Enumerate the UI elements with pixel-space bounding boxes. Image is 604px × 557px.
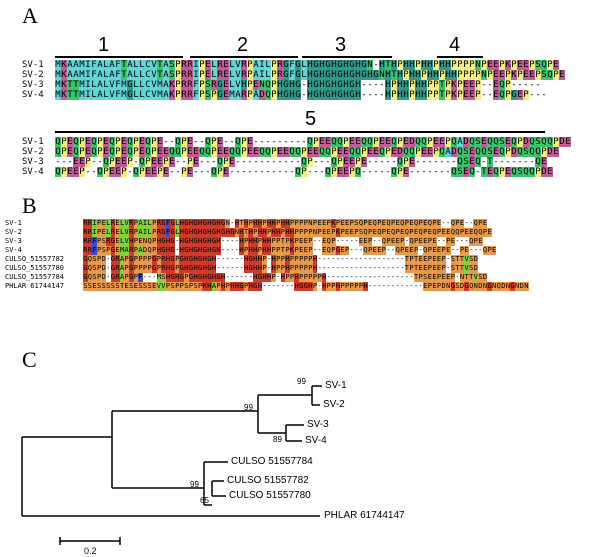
sequence-name: SV-1 bbox=[22, 60, 44, 70]
sequence-name: SV-1 bbox=[5, 219, 22, 227]
sequence-row: SV-4 MKTTMILALVFMGLLCVMAKPRRFPSPGEMARPADQ… bbox=[22, 90, 547, 100]
sequence-name: CULSO_51557784 bbox=[5, 273, 65, 281]
sequence-name: SV-4 bbox=[22, 167, 44, 177]
bootstrap-value: 99 bbox=[244, 403, 253, 412]
sequence-residues: GQSPD-GRAPGPPPPGPRHGPGHGHGHGH------HGHHP… bbox=[83, 264, 479, 273]
sequence-row: SV-3 RRFPSRGELVHPENQPHGHG-HGHGHGHGH----HP… bbox=[5, 237, 483, 246]
sequence-row: CULSO_51557780 GQSPD-GRAPGPPPPGPRHGPGHGHG… bbox=[5, 264, 479, 273]
sequence-residues: MKTTMILALVFMGLLCVMAKPRRFPSPGEMARPADQPHGH… bbox=[55, 90, 547, 100]
domain-label-4: 4 bbox=[449, 34, 461, 56]
sequence-row: SV-2 RRIPELRELVRPAILPRGFGLHGHGHGHGHGHGNHT… bbox=[5, 228, 492, 237]
leaf-label: SV-1 bbox=[325, 380, 347, 391]
sequence-name: SV-3 bbox=[22, 80, 44, 90]
sequence-row: PHLAR 61744147 SSESSSSSTESESSSEVVPSPPSPSP… bbox=[5, 282, 529, 291]
sequence-row: SV-1 RRIPELRELVRPAILPRGFGLHGHGHGHGHGN-HTH… bbox=[5, 219, 488, 228]
sequence-residues: MKAAMIFALAFTALLCVTASPRRIPELRELVRPAILPRGF… bbox=[55, 60, 559, 70]
leaf-label: CULSO 51557784 bbox=[231, 456, 313, 467]
sequence-name: SV-4 bbox=[22, 90, 44, 100]
panel-label-a: A bbox=[22, 3, 38, 28]
sequence-row: CULSO_51557784 GQSPD-GRAPGPF---MSHGHGPGHG… bbox=[5, 273, 488, 282]
bootstrap-value: 99 bbox=[297, 377, 306, 386]
sequence-name: SV-4 bbox=[5, 246, 22, 254]
domain-line-2 bbox=[190, 56, 298, 58]
leaf-label: SV-4 bbox=[305, 435, 327, 446]
sequence-residues: RRFPSPGEMARPADQPHGHG-HGHGHGHGH----HPHHPH… bbox=[83, 246, 497, 255]
domain-line-5 bbox=[55, 131, 545, 133]
sequence-residues: RRIPELRELVRPAILPRGFGLHGHGHGHGHGN-HTHPHHP… bbox=[83, 219, 488, 228]
leaf-label: CULSO 51557782 bbox=[227, 475, 309, 486]
sequence-name: CULSO_51557780 bbox=[5, 264, 65, 272]
bootstrap-value: 65 bbox=[200, 496, 209, 505]
domain-label-1: 1 bbox=[98, 34, 110, 56]
leaf-label: SV-3 bbox=[307, 419, 329, 430]
sequence-residues: ---EEP--QPEEP-QPEEPE--PE---QPE----------… bbox=[55, 157, 547, 167]
leaf-label: SV-2 bbox=[323, 399, 345, 410]
domain-label-2: 2 bbox=[237, 34, 249, 56]
domain-label-5: 5 bbox=[305, 108, 317, 130]
sequence-row: SV-2 QPEQPEQPEQPEQPEQPEEQQPEEQQPEEQQPEEQQ… bbox=[22, 147, 559, 157]
domain-line-4 bbox=[437, 56, 483, 58]
sequence-row: SV-1 MKAAMIFALAFTALLCVTASPRRIPELRELVRPAIL… bbox=[22, 60, 559, 70]
bootstrap-value: 89 bbox=[273, 435, 282, 444]
sequence-name: SV-2 bbox=[5, 228, 22, 236]
sequence-residues: MKTTMILALVFMGLLCVMAKPRRFPSRGELVHPENQPHGH… bbox=[55, 80, 541, 90]
sequence-row: SV-4 QPEEP--QPEEP-QPEEPE--PE---QPE-------… bbox=[22, 167, 553, 177]
panel-label-b: B bbox=[22, 193, 37, 218]
sequence-residues: MKAAMIFALAFTALLCVTASPRRIPELRELVRPAILPRGF… bbox=[55, 70, 565, 80]
sequence-row: CULSO_51557782 GQSPD-GRAPGPPPPGPRHGPGHGHG… bbox=[5, 255, 479, 264]
sequence-row: SV-4 RRFPSPGEMARPADQPHGHG-HGHGHGHGH----HP… bbox=[5, 246, 497, 255]
sequence-name: SV-2 bbox=[22, 147, 44, 157]
sequence-name: SV-3 bbox=[22, 157, 44, 167]
bootstrap-value: 99 bbox=[190, 480, 199, 489]
panel-label-c: C bbox=[22, 347, 37, 372]
domain-line-3 bbox=[302, 56, 392, 58]
leaf-label: CULSO 51557780 bbox=[229, 490, 311, 501]
domain-label-3: 3 bbox=[335, 34, 347, 56]
sequence-name: SV-3 bbox=[5, 237, 22, 245]
sequence-residues: RRIPELRELVRPAILPRGFGLHGHGHGHGHGHGNHTHPHH… bbox=[83, 228, 492, 237]
sequence-row: SV-3 MKTTMILALVFMGLLCVMAKPRRFPSRGELVHPENQ… bbox=[22, 80, 541, 90]
sequence-name: SV-2 bbox=[22, 70, 44, 80]
leaf-label: PHLAR 61744147 bbox=[324, 510, 405, 521]
sequence-residues: QPEQPEQPEQPEQPEQPE--QPE--QPE--QPE-------… bbox=[55, 137, 571, 147]
sequence-row: SV-1 QPEQPEQPEQPEQPEQPE--QPE--QPE--QPE---… bbox=[22, 137, 571, 147]
sequence-name: SV-1 bbox=[22, 137, 44, 147]
domain-line-1 bbox=[55, 56, 183, 58]
sequence-row: SV-2 MKAAMIFALAFTALLCVTASPRRIPELRELVRPAIL… bbox=[22, 70, 565, 80]
sequence-row: SV-3 ---EEP--QPEEP-QPEEPE--PE---QPE------… bbox=[22, 157, 547, 167]
sequence-residues: GQSPD-GRAPGPF---MSHGHGPGHGHGHGH------HGH… bbox=[83, 273, 488, 282]
sequence-residues: RRFPSRGELVHPENQPHGHG-HGHGHGHGH----HPHHPH… bbox=[83, 237, 483, 246]
sequence-residues: QPEEP--QPEEP-QPEEPE--PE---QPE-----------… bbox=[55, 167, 553, 177]
sequence-name: CULSO_51557782 bbox=[5, 255, 65, 263]
sequence-residues: GQSPD-GRAPGPPPPGPRHGPGHGHGHGH------HGHHP… bbox=[83, 255, 479, 264]
sequence-residues: SSESSSSSTESESSSEVVPSPPSPSPKHAPHPHHGPHGH-… bbox=[83, 282, 529, 291]
sequence-name: PHLAR 61744147 bbox=[5, 282, 65, 290]
sequence-residues: QPEQPEQPEQPEQPEQPEEQQPEEQQPEEQQPEEQQPEEQ… bbox=[55, 147, 559, 157]
scale-bar-label: 0.2 bbox=[84, 546, 97, 556]
